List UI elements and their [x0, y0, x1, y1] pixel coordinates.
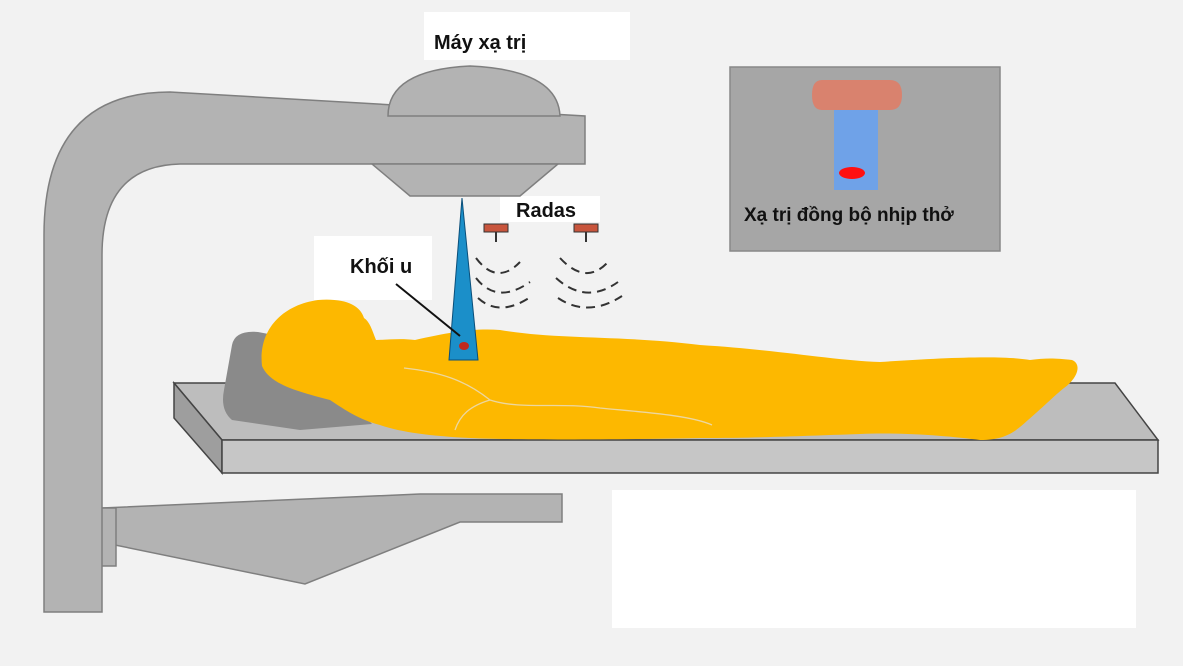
machine-base-arm	[99, 493, 563, 585]
radar-sensor-left	[483, 223, 509, 242]
blank-panel	[612, 490, 1136, 628]
radiation-beam	[448, 197, 479, 361]
inset-panel	[729, 66, 1001, 252]
inset-caption: Xạ trị đồng bộ nhịp thở	[744, 205, 954, 226]
radar-sensor-right	[573, 223, 599, 242]
machine-head	[369, 65, 561, 197]
radar-waves	[475, 257, 623, 309]
patient-body	[261, 299, 1078, 440]
tumor-label-backdrop	[314, 236, 432, 300]
tumor-label: Khối u	[350, 256, 413, 278]
tumor-pointer-line	[395, 283, 461, 337]
machine-label-backdrop	[424, 12, 630, 60]
machine-label: Máy xạ trị	[434, 32, 527, 54]
tumor-marker	[459, 342, 469, 350]
body-contour-lines	[403, 367, 713, 431]
radar-label-backdrop	[500, 196, 600, 222]
radar-label: Radas	[516, 200, 577, 222]
machine-gantry-arm	[43, 91, 586, 613]
